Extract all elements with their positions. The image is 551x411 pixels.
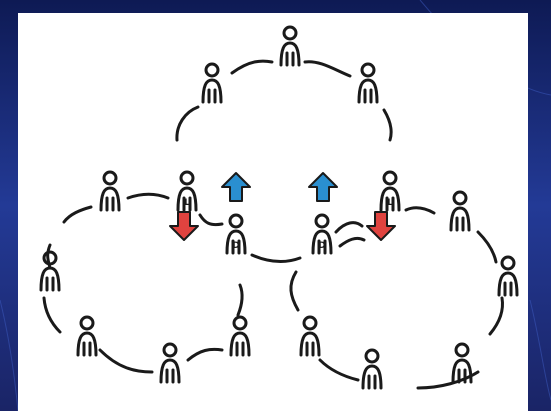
p-leader-left-role-letter: L (184, 198, 190, 208)
p-leader-right-role-letter: L (387, 198, 393, 208)
p-delegate-right-role-letter: D (318, 241, 325, 251)
p-delegate-left-role-letter: D (232, 241, 239, 251)
